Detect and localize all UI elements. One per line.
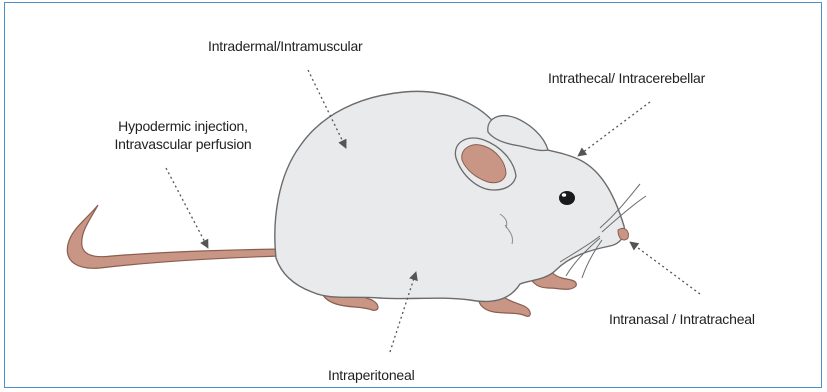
mouse-tail — [67, 205, 282, 268]
mouse-eye-highlight — [562, 193, 566, 197]
label-intranasal: Intranasal / Intratracheal — [609, 310, 755, 328]
label-intraperitoneal: Intraperitoneal — [328, 366, 415, 384]
label-intradermal: Intradermal/Intramuscular — [208, 37, 363, 55]
mouse-eye — [559, 191, 575, 205]
label-hypodermic: Hypodermic injection, Intravascular perf… — [78, 117, 288, 153]
arrow-intranasal — [630, 242, 700, 294]
label-hypodermic-line1: Hypodermic injection, — [78, 117, 288, 135]
arrow-intrathecal — [578, 102, 650, 156]
label-intrathecal: Intrathecal/ Intracerebellar — [548, 69, 705, 87]
arrow-hypodermic — [166, 168, 208, 248]
label-hypodermic-line2: Intravascular perfusion — [78, 135, 288, 153]
